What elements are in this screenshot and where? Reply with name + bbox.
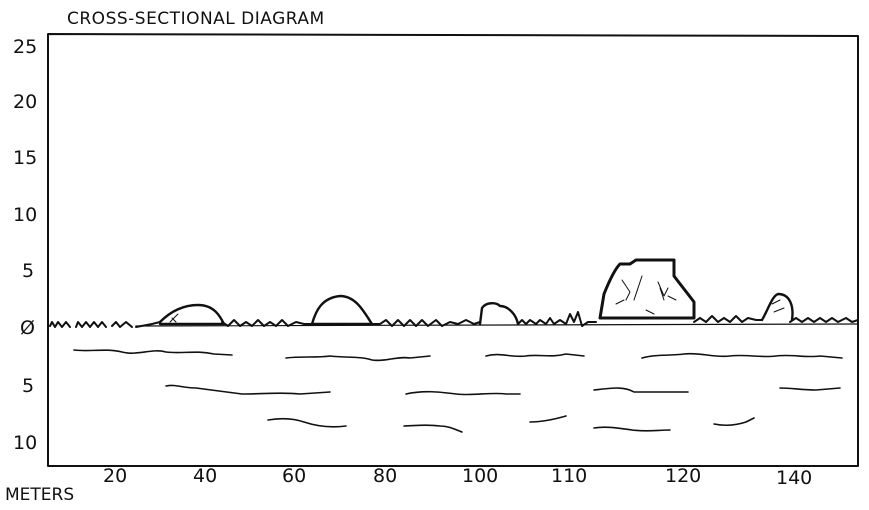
x-tick-label: 80: [373, 465, 397, 487]
datum-line: [135, 323, 859, 327]
y-tick-label: Ø: [20, 317, 35, 339]
mound-3: [478, 302, 520, 326]
flat-topped-block: [598, 258, 696, 320]
x-axis-label: METERS: [5, 485, 74, 505]
subsurface-strata: [73, 349, 843, 433]
x-tick-label: 110: [551, 465, 587, 487]
y-tick-label: 5: [22, 260, 34, 282]
small-mound: [760, 292, 794, 322]
y-tick-label: 10: [13, 432, 37, 454]
x-tick-label: 20: [103, 465, 127, 487]
diagram-title: CROSS-SECTIONAL DIAGRAM: [67, 9, 325, 29]
y-tick-label: 25: [13, 36, 37, 58]
y-tick-label: 20: [13, 91, 37, 113]
x-tick-label: 60: [282, 465, 306, 487]
y-tick-label: 10: [13, 204, 37, 226]
y-axis-ticks: 25 20 15 10 5 Ø 5 10: [13, 36, 37, 454]
y-tick-label: 15: [13, 147, 37, 169]
x-axis-ticks: 20 40 60 80 100 110 120 140: [103, 465, 812, 489]
mound-2: [310, 294, 374, 326]
mound-1: [158, 303, 226, 326]
x-tick-label: 40: [193, 465, 217, 487]
x-tick-label: 120: [665, 465, 701, 487]
plot-frame: [47, 33, 859, 467]
y-tick-label: 5: [22, 375, 34, 397]
x-tick-label: 100: [462, 465, 498, 487]
x-tick-label: 140: [776, 467, 812, 489]
